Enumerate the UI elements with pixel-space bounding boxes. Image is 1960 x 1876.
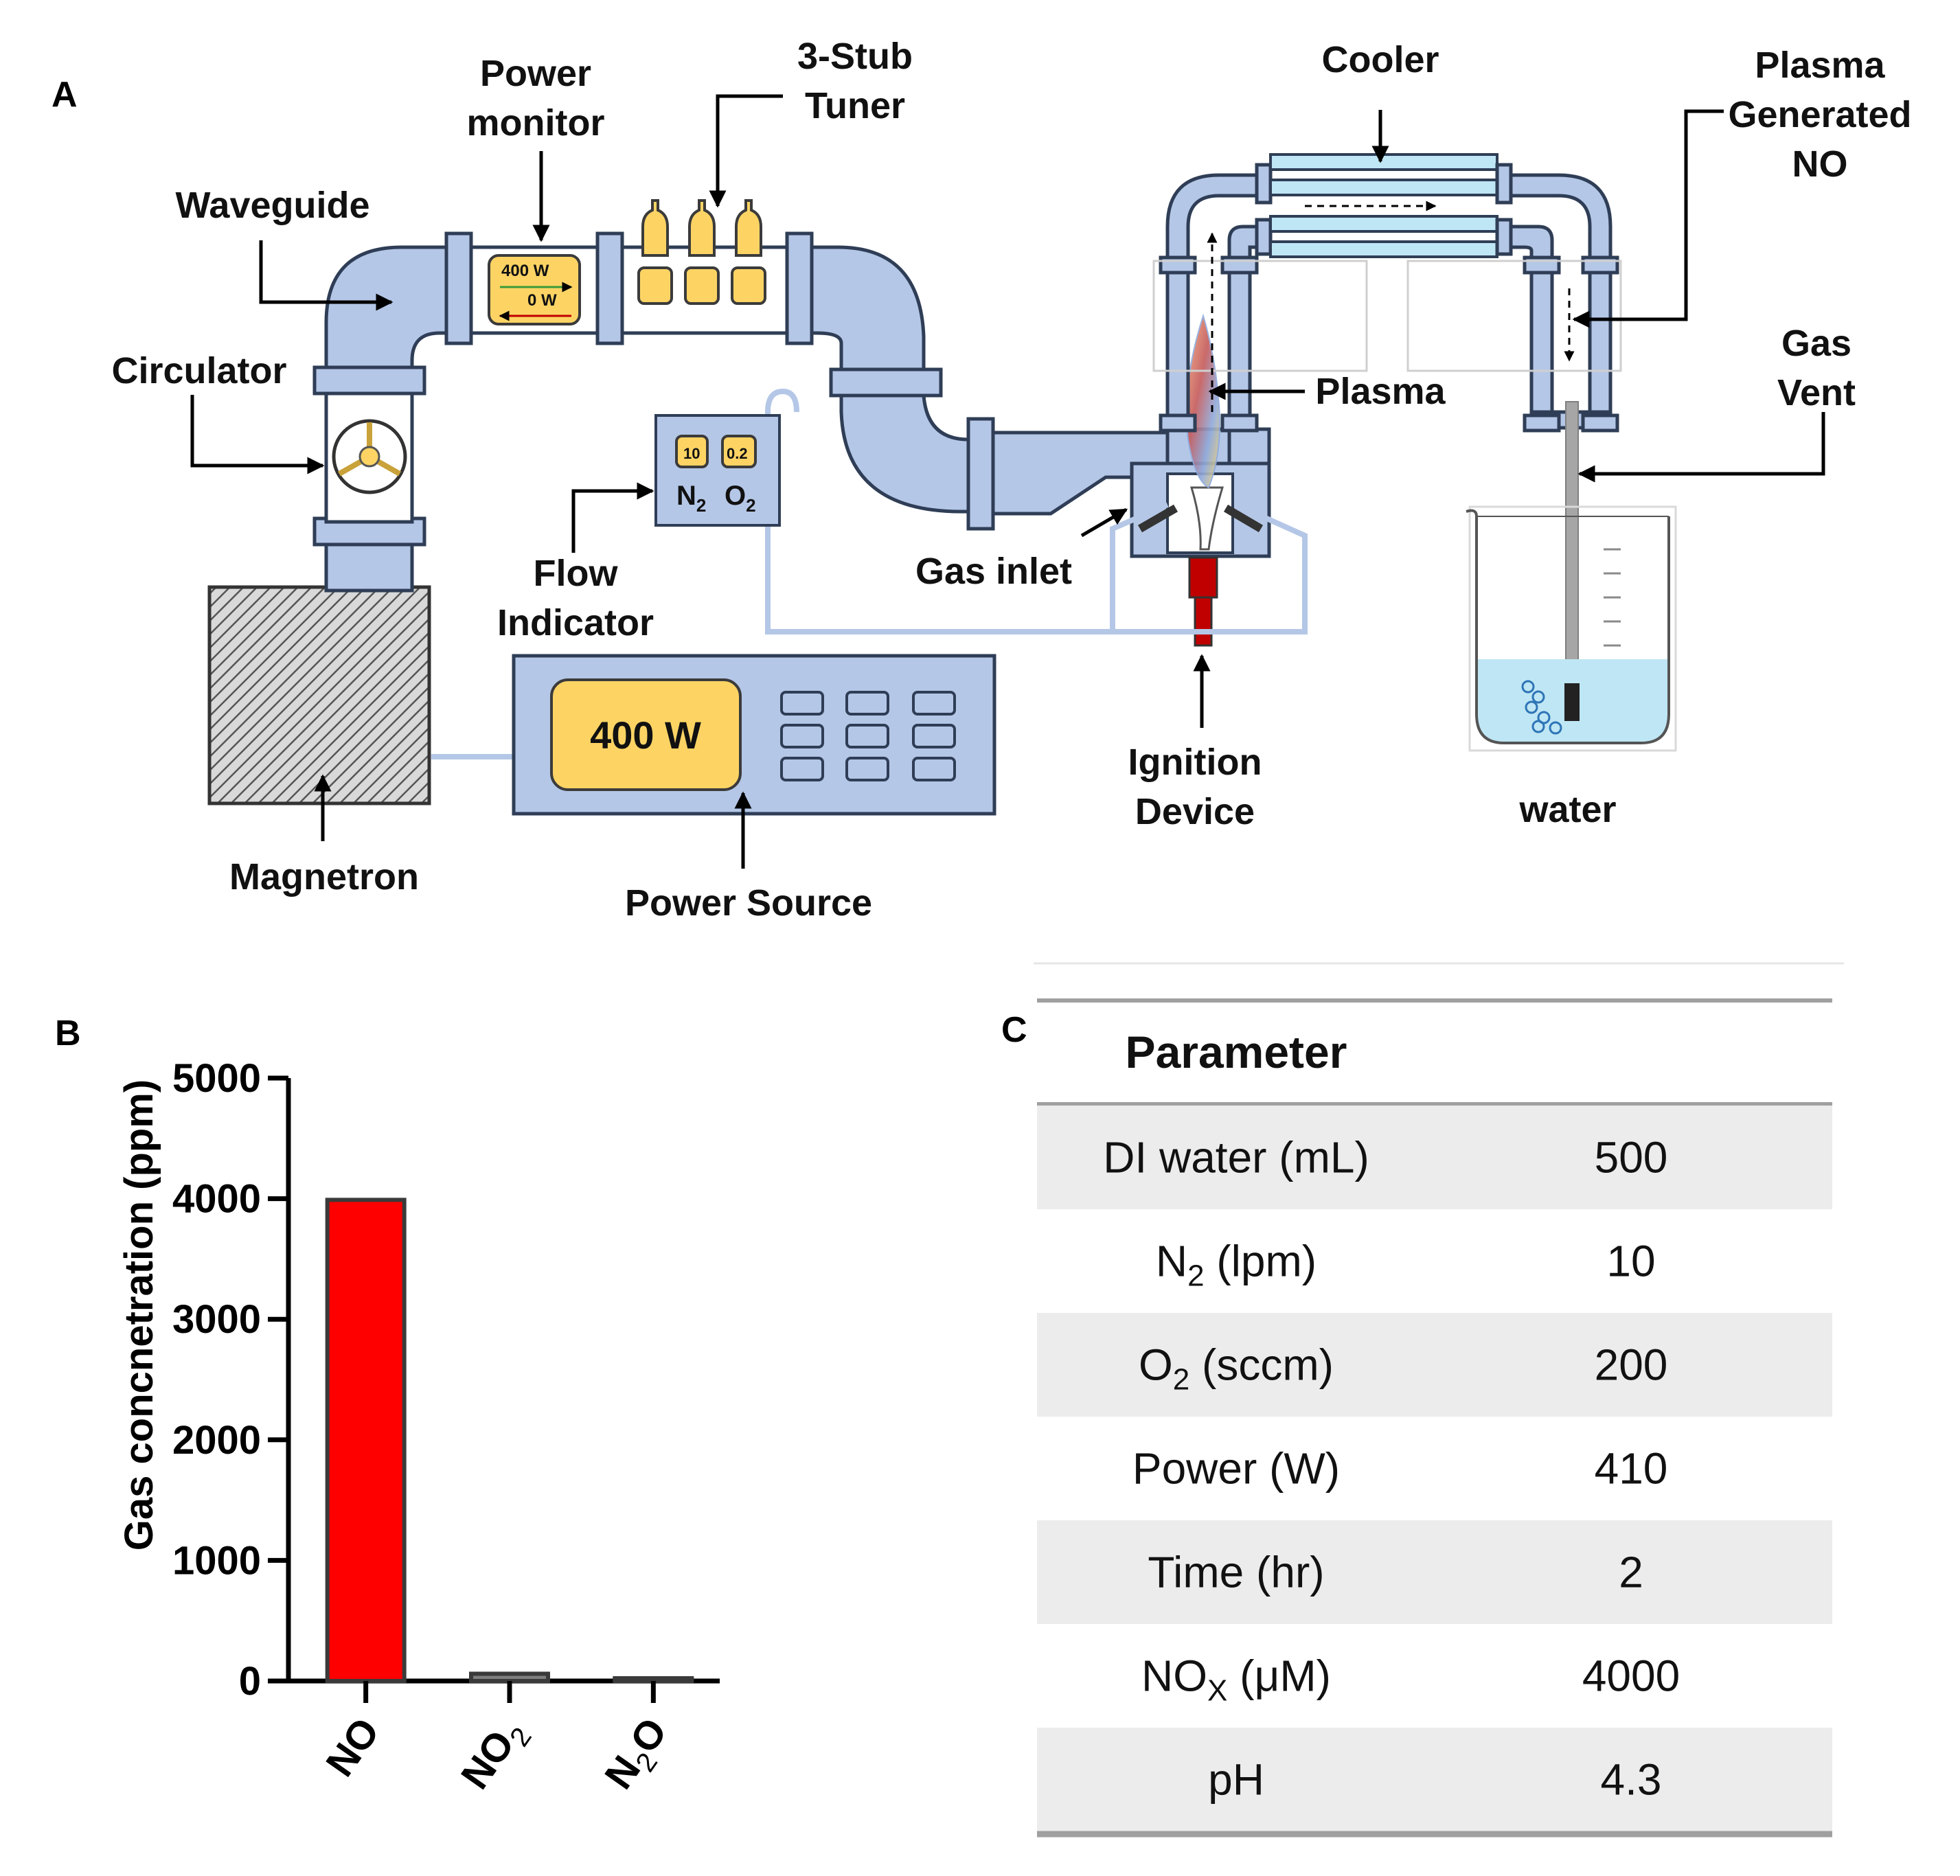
monitor-reflected: 0 W bbox=[527, 291, 557, 310]
panel-b-label: B bbox=[55, 1014, 81, 1053]
y-tick-label: 0 bbox=[239, 1659, 261, 1704]
bar-n2o bbox=[613, 1676, 694, 1683]
label-gas-vent-2: Vent bbox=[1777, 372, 1856, 413]
label-magnetron: Magnetron bbox=[229, 856, 419, 897]
table-row-label: NOX (μM) bbox=[1141, 1651, 1331, 1708]
flow-o2-sub: 2 bbox=[746, 495, 755, 516]
y-tick-label: 4000 bbox=[172, 1177, 261, 1222]
flange bbox=[966, 417, 995, 531]
magnetron bbox=[207, 585, 431, 805]
label-cooler: Cooler bbox=[1321, 39, 1439, 80]
table-row-value: 4.3 bbox=[1601, 1755, 1662, 1805]
label-power-monitor-2: monitor bbox=[467, 102, 605, 144]
table-header: Parameter bbox=[1126, 1027, 1347, 1077]
flow-n2-sub: 2 bbox=[696, 495, 706, 516]
table-row-value: 500 bbox=[1595, 1133, 1668, 1182]
svg-text:N2: N2 bbox=[676, 481, 706, 516]
ignition-device bbox=[1188, 556, 1218, 599]
table-row-value: 10 bbox=[1606, 1237, 1655, 1286]
callout-arrows bbox=[190, 94, 1825, 869]
label-ignition-1: Ignition bbox=[1128, 742, 1262, 783]
table-row-bg bbox=[1037, 1106, 1832, 1209]
label-water: water bbox=[1518, 789, 1616, 830]
label-plasma: Plasma bbox=[1315, 371, 1446, 412]
flange bbox=[829, 367, 943, 398]
flange bbox=[785, 231, 814, 345]
water-beaker bbox=[1466, 401, 1677, 752]
stubs bbox=[637, 199, 766, 305]
bar-no bbox=[325, 1198, 407, 1683]
table-row-label: pH bbox=[1208, 1755, 1264, 1805]
waveguide-bend bbox=[810, 245, 926, 373]
outlet-tube bbox=[1152, 153, 1622, 433]
x-tick-label: NO bbox=[317, 1710, 388, 1785]
diagram-labels: Power monitor 3-Stub Tuner Waveguide Cir… bbox=[111, 36, 1911, 924]
x-tick-label: N2O bbox=[596, 1710, 681, 1801]
label-gas-vent-1: Gas bbox=[1781, 323, 1851, 364]
flow-indicator: 10 0.2 N2 O2 bbox=[654, 414, 781, 527]
monitor-forward: 400 W bbox=[501, 262, 549, 280]
gas-tubing bbox=[431, 388, 1308, 759]
microwave-system: 400 W 0 W bbox=[207, 199, 1176, 805]
label-power-monitor-1: Power bbox=[480, 53, 591, 94]
table-row-label: N2 (lpm) bbox=[1156, 1237, 1317, 1293]
flow-n2-value: 10 bbox=[683, 445, 700, 462]
label-stub-tuner-1: 3-Stub bbox=[797, 36, 913, 77]
y-tick-label: 2000 bbox=[172, 1418, 261, 1463]
power-monitor bbox=[488, 254, 581, 325]
parameter-table: Parameter DI water (mL) 500 N2 (lpm) 10 O2 (… bbox=[1034, 962, 1844, 1838]
flange bbox=[595, 231, 624, 345]
power-source: 400 W bbox=[512, 654, 996, 816]
flow-o2-value: 0.2 bbox=[727, 445, 748, 462]
label-flow-indicator-1: Flow bbox=[534, 553, 619, 594]
label-flow-indicator-2: Indicator bbox=[497, 602, 654, 643]
flange bbox=[312, 365, 426, 396]
cooler bbox=[1269, 153, 1499, 258]
table-row-label: DI water (mL) bbox=[1103, 1133, 1369, 1182]
label-power-source: Power Source bbox=[625, 882, 872, 924]
table-row-bg bbox=[1037, 1313, 1832, 1417]
x-tick-label: NO2 bbox=[453, 1710, 538, 1801]
panel-a-label: A bbox=[52, 75, 78, 115]
table-row-value: 200 bbox=[1595, 1340, 1668, 1390]
bar-no2 bbox=[469, 1671, 550, 1684]
y-tick-label: 3000 bbox=[172, 1297, 261, 1342]
label-plasma-no-3: NO bbox=[1792, 144, 1848, 185]
waveguide-elbow bbox=[324, 245, 452, 369]
chart-y-axis-label: Gas concnetration (ppm) bbox=[117, 1079, 161, 1551]
flow-n2-label: N bbox=[676, 481, 696, 511]
flange bbox=[444, 231, 473, 345]
y-tick-label: 1000 bbox=[172, 1538, 261, 1583]
table-row-label: O2 (sccm) bbox=[1139, 1340, 1334, 1397]
table-row-bg bbox=[1037, 1520, 1832, 1624]
label-stub-tuner-2: Tuner bbox=[805, 85, 905, 126]
table-row-bg bbox=[1037, 1728, 1832, 1831]
label-ignition-2: Device bbox=[1135, 791, 1255, 832]
table-row-label: Time (hr) bbox=[1148, 1548, 1324, 1597]
label-circulator: Circulator bbox=[111, 350, 286, 391]
waveguide-bend-lower bbox=[839, 393, 977, 514]
y-tick-label: 5000 bbox=[172, 1056, 261, 1101]
bar-chart: Gas concnetration (ppm) 0 1000 2000 3000 400… bbox=[117, 1056, 720, 1801]
label-plasma-no-2: Generated bbox=[1728, 94, 1911, 135]
table-row-value: 2 bbox=[1619, 1548, 1643, 1597]
table-row-value: 4000 bbox=[1582, 1651, 1680, 1701]
label-gas-inlet: Gas inlet bbox=[915, 551, 1072, 592]
power-display: 400 W bbox=[590, 713, 701, 757]
label-plasma-no-1: Plasma bbox=[1755, 45, 1885, 86]
table-row-value: 410 bbox=[1595, 1444, 1668, 1494]
flow-o2-label: O bbox=[725, 481, 746, 511]
table-row-label: Power (W) bbox=[1132, 1444, 1340, 1494]
panel-c-label: C bbox=[1001, 1010, 1027, 1050]
svg-text:O2: O2 bbox=[725, 481, 756, 516]
label-waveguide: Waveguide bbox=[175, 185, 369, 226]
